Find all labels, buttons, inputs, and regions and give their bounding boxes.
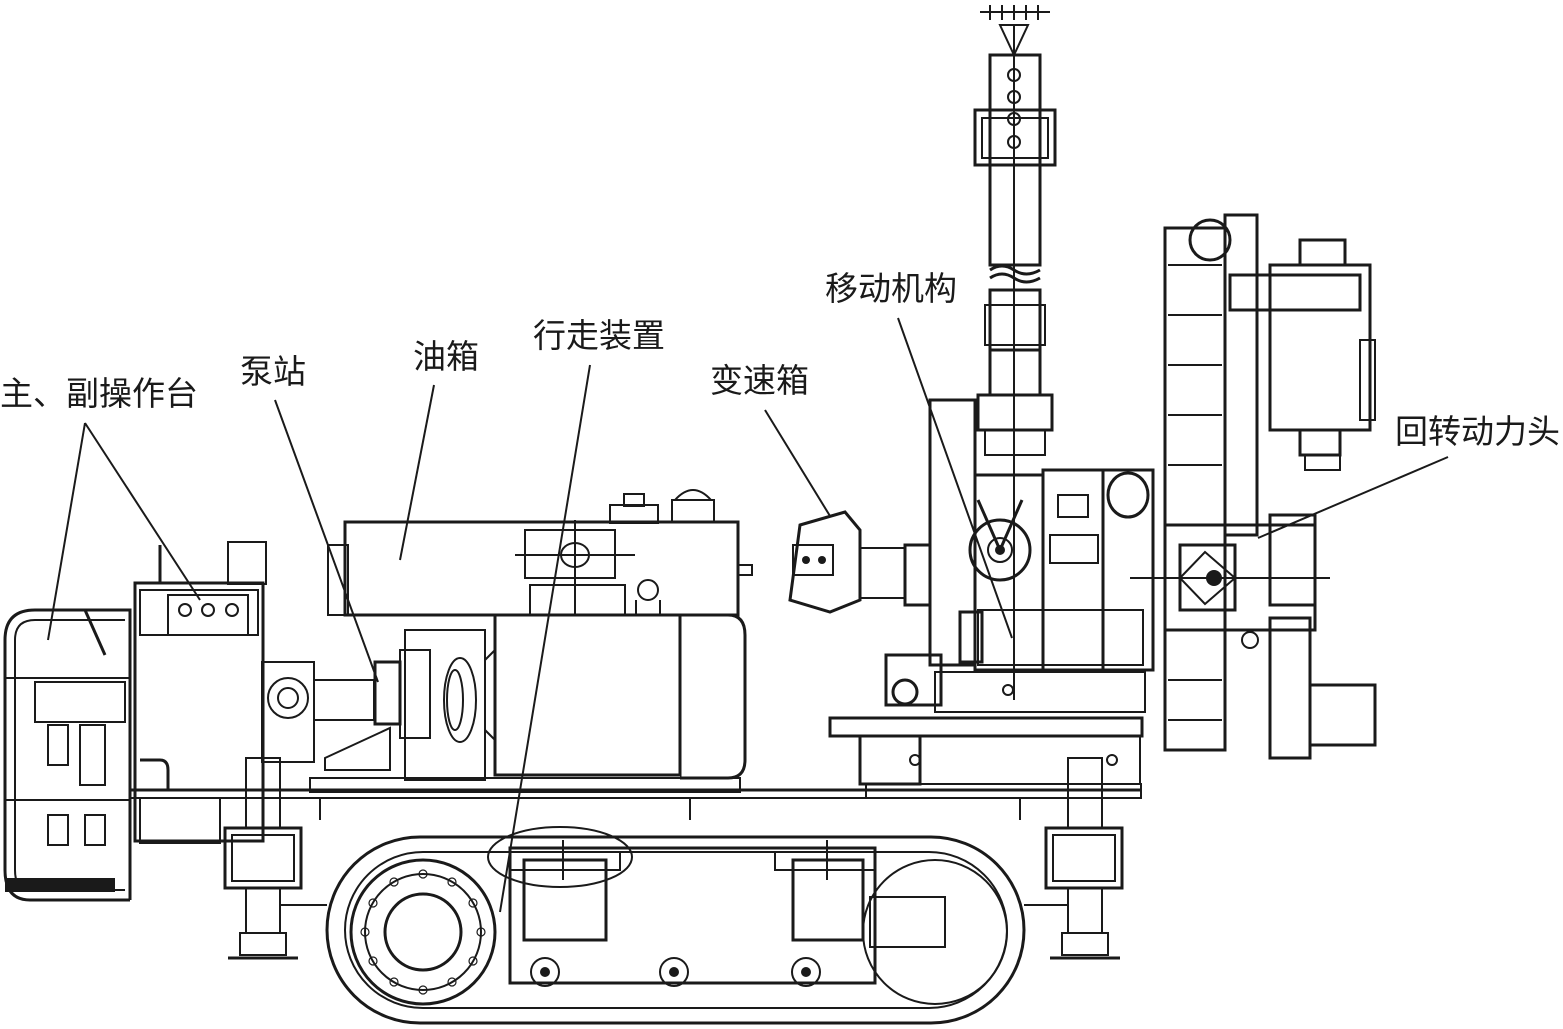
label-oil-tank: 油箱	[413, 337, 479, 376]
rotary-power-head	[1130, 213, 1377, 760]
label-gearbox: 变速箱	[710, 361, 809, 400]
main-operator-console	[3, 608, 132, 902]
outrigger-left	[223, 757, 327, 960]
track-rollers	[530, 957, 821, 987]
label-rotary-head: 回转动力头	[1395, 412, 1560, 451]
pump-station	[261, 629, 486, 781]
label-travel-device: 行走装置	[533, 316, 665, 355]
drive-sprocket	[349, 858, 497, 1006]
callout-labels: 主、副操作台 泵站 油箱 行走装置 变速箱 移动机构 回转动力头	[0, 269, 1560, 451]
outrigger-right	[1024, 757, 1124, 960]
label-moving-mechanism: 移动机构	[825, 269, 957, 308]
gearbox	[788, 510, 932, 614]
moving-mechanism	[828, 398, 1155, 786]
leader-lines	[47, 317, 1449, 913]
label-console: 主、副操作台	[0, 374, 198, 413]
oil-tank	[327, 489, 753, 617]
label-pump-station: 泵站	[240, 352, 306, 391]
mast	[973, 5, 1057, 700]
crawler-track	[325, 826, 1026, 1025]
idler-wheel	[862, 859, 1008, 1005]
